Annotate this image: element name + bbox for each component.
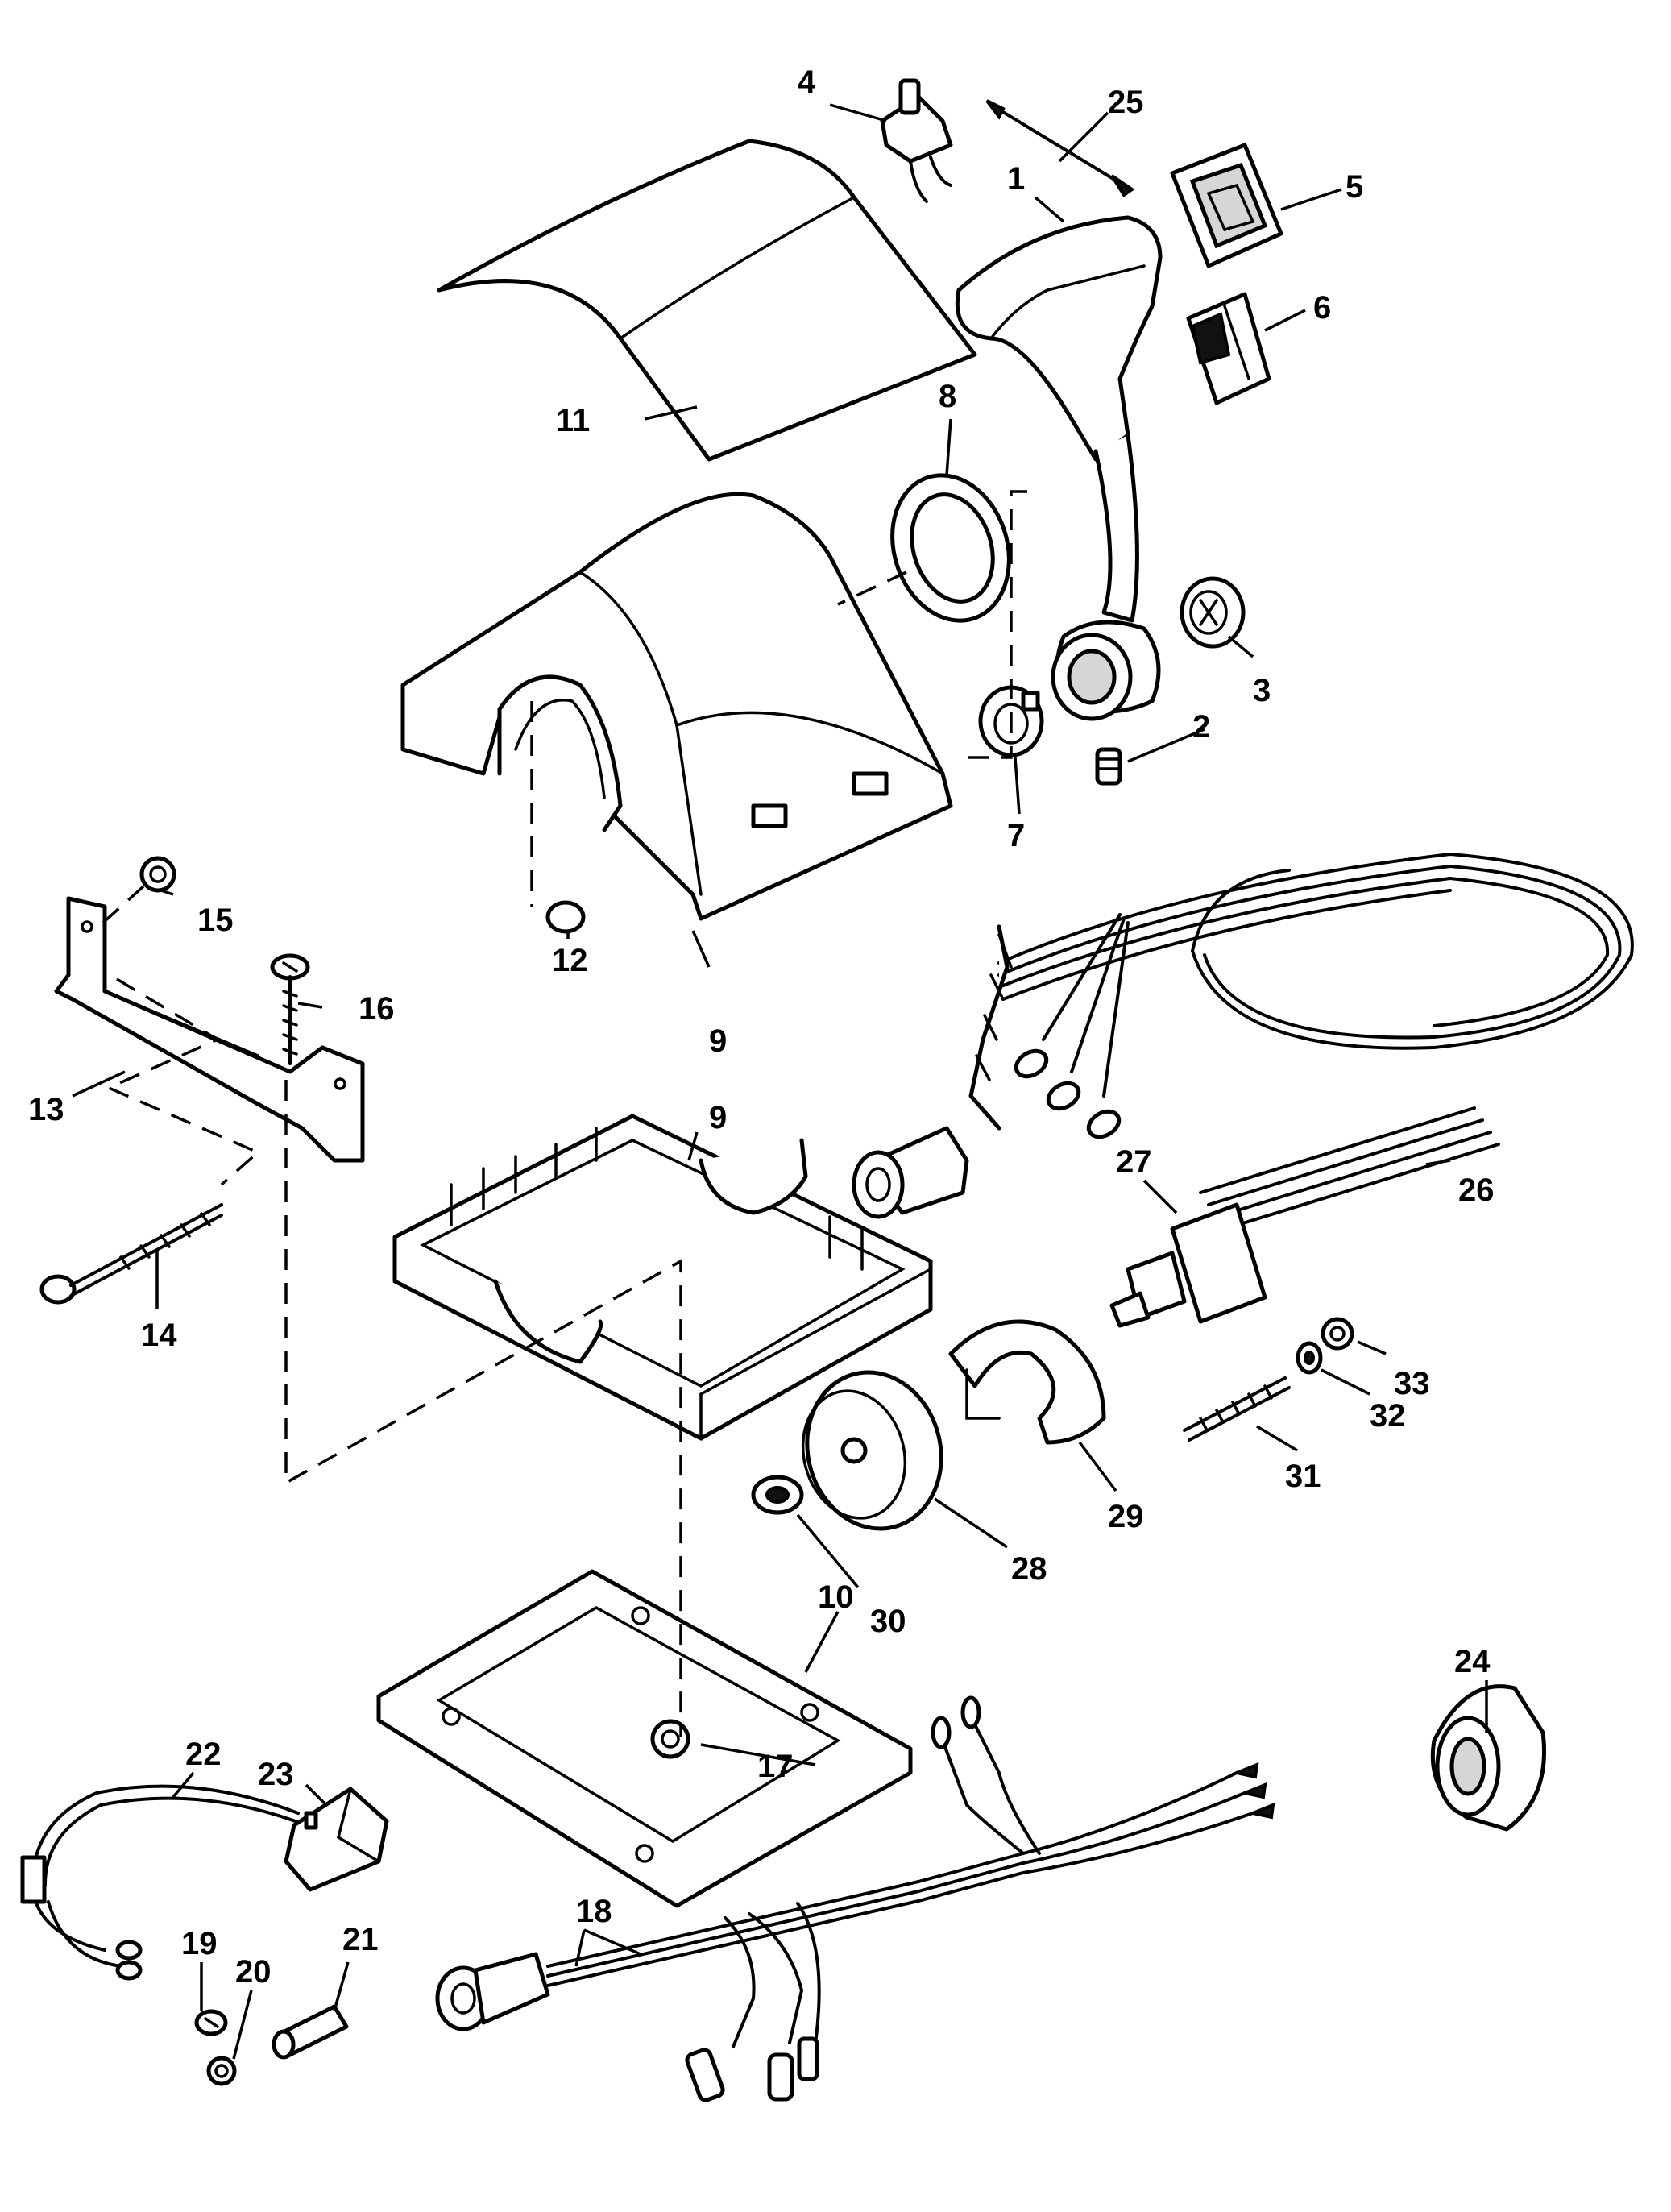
part-9-housing-cover	[400, 492, 953, 921]
part-19-screw	[194, 2009, 228, 2036]
part-6-switch	[1186, 292, 1271, 405]
part-31-stud	[1183, 1376, 1291, 1442]
callout-17: 17	[757, 1749, 794, 1784]
callout-6: 6	[1313, 290, 1331, 326]
callout-32: 32	[1370, 1398, 1406, 1434]
part-2-set-screw	[1095, 747, 1122, 786]
callout-7: 7	[1007, 818, 1025, 853]
part-11-cover-decal	[437, 139, 977, 462]
part-14-long-bolt	[39, 1203, 223, 1305]
callout-20: 20	[235, 1954, 272, 1990]
callout-22: 22	[185, 1737, 222, 1772]
part-33-nut	[1321, 1317, 1354, 1351]
callout-29: 29	[1108, 1499, 1144, 1534]
part-29-clip	[948, 1319, 1106, 1445]
callout-2: 2	[1192, 709, 1210, 745]
callout-30: 30	[870, 1604, 906, 1639]
callout-31: 31	[1285, 1459, 1321, 1494]
callout-18: 18	[576, 1894, 612, 1929]
part-30-small-bushing	[751, 1475, 804, 1515]
part-17-nut	[650, 1719, 690, 1759]
callout-3: 3	[1253, 673, 1271, 708]
callout-23: 23	[258, 1757, 294, 1792]
callout-24: 24	[1454, 1644, 1491, 1679]
callout-13: 13	[28, 1092, 64, 1127]
callout-21: 21	[342, 1922, 379, 1957]
callout-9b: 9	[709, 1100, 727, 1135]
callout-10: 10	[818, 1579, 854, 1615]
harness-connector	[852, 1126, 969, 1219]
callout-16: 16	[359, 991, 395, 1027]
callout-15: 15	[197, 903, 234, 938]
callout-4: 4	[798, 64, 816, 100]
callout-8: 8	[939, 379, 956, 414]
part-4-trim-switch	[880, 78, 953, 203]
part-16-screw	[270, 953, 310, 1065]
part-25-pin	[985, 99, 1135, 197]
callout-9a: 9	[709, 1023, 727, 1059]
ring-terminals	[1014, 913, 1130, 1139]
callout-labels: 1 2 3 4 5 6 7 8 9 9 10 11 12 13 14 15 16…	[28, 64, 1495, 1990]
callout-25: 25	[1108, 85, 1144, 120]
callout-1: 1	[1007, 161, 1025, 197]
part-24-ring	[1430, 1684, 1547, 1832]
callout-26: 26	[1458, 1172, 1495, 1208]
part-18-lower-harness	[435, 1695, 1275, 2102]
part-10-gasket	[376, 1569, 913, 1908]
part-32-washer	[1296, 1341, 1323, 1375]
part-12-plug	[545, 900, 586, 934]
part-9-housing-base	[392, 1114, 933, 1441]
part-21-sleeve	[272, 2004, 349, 2060]
callout-19: 19	[181, 1926, 218, 1961]
part-15-nut	[139, 856, 176, 893]
part-1-control-handle	[955, 215, 1163, 721]
callout-12: 12	[552, 943, 588, 978]
part-5-cap	[1170, 143, 1283, 268]
part-3-bushing	[1180, 576, 1246, 649]
callout-27: 27	[1116, 1144, 1152, 1180]
callout-28: 28	[1011, 1551, 1047, 1587]
part-23-module	[284, 1787, 389, 1892]
part-27-toggle-switch	[1109, 1202, 1267, 1328]
callout-11: 11	[556, 403, 590, 438]
part-26-wire-harness	[968, 852, 1634, 1231]
part-28-grommet	[801, 1370, 943, 1531]
part-20-nut	[206, 2056, 237, 2086]
assembly-dashed-lines	[102, 490, 1027, 1737]
callout-14: 14	[141, 1318, 177, 1353]
part-22-wire-loop	[20, 1784, 308, 1981]
callout-5: 5	[1346, 169, 1363, 205]
part-8-seal-ring	[890, 473, 1011, 623]
callout-leaders	[72, 103, 1488, 2060]
callout-33: 33	[1394, 1366, 1430, 1401]
